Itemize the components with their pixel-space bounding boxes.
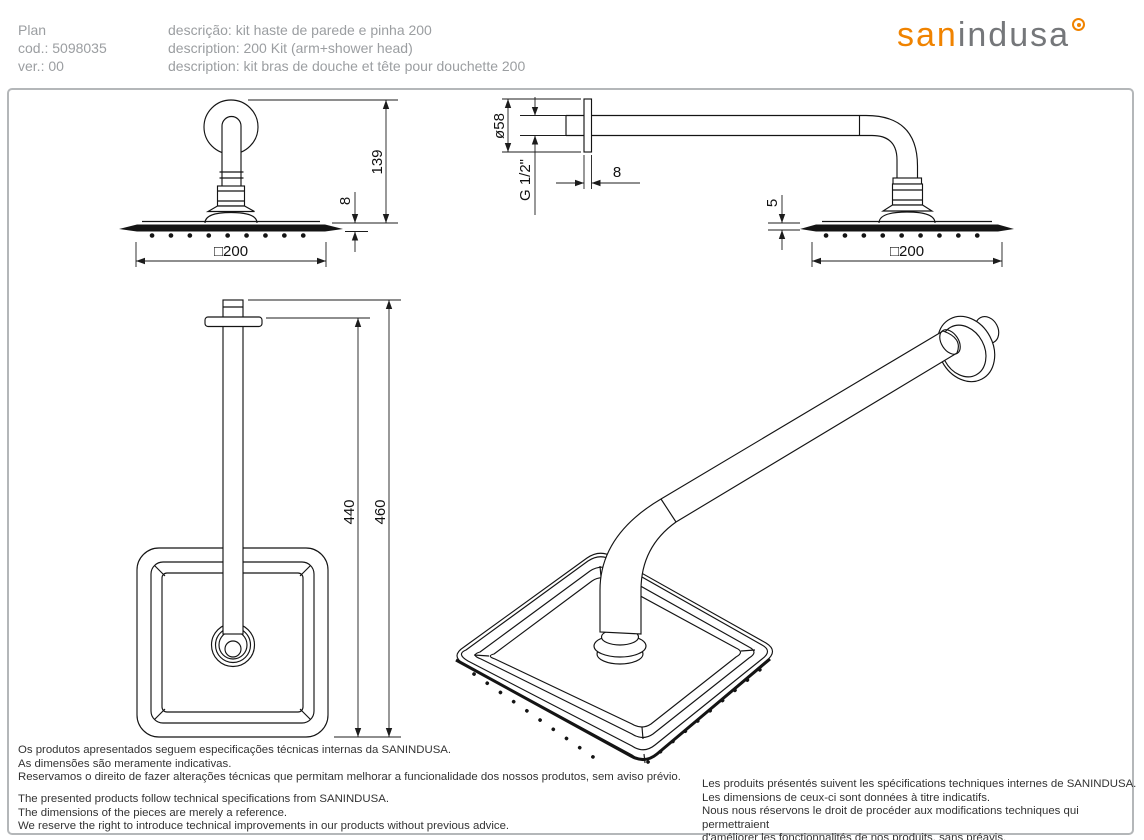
disclaimer-pt: Os produtos apresentados seguem especifi…	[18, 744, 681, 785]
disclaimer-en: The presented products follow technical …	[18, 793, 509, 834]
dim-front-width: □200	[214, 243, 248, 260]
front-view-dimensions: 139 8 □200	[135, 99, 398, 267]
dim-side-head-thickness: 5	[764, 199, 781, 207]
side-view	[565, 98, 1014, 238]
product-code: cod.: 5098035	[18, 40, 107, 56]
disclaimer-fr-line1: Les produits présentés suivent les spéci…	[702, 778, 1137, 790]
top-view-dimensions: 440 460	[248, 299, 401, 738]
front-view	[119, 99, 343, 238]
disclaimer-en-line1: The presented products follow technical …	[18, 793, 389, 805]
dim-flange-thickness: 8	[613, 164, 621, 181]
sanindusa-logo: sanindusa	[897, 16, 1086, 54]
description-pt: descrição: kit haste de parede e pinha 2…	[168, 22, 432, 38]
dim-thread: G 1/2"	[517, 159, 534, 201]
dim-flange-diameter: ø58	[491, 113, 508, 139]
disclaimer-pt-line3: Reservamos o direito de fazer alterações…	[18, 771, 681, 784]
logo-text-indusa: indusa	[957, 16, 1071, 54]
dim-length-total: 460	[372, 499, 389, 524]
dim-front-height: 139	[369, 149, 386, 174]
disclaimer-pt-line2: As dimensões são meramente indicativas.	[18, 757, 232, 770]
version: ver.: 00	[18, 58, 64, 74]
dim-side-width: □200	[890, 243, 924, 260]
disclaimer-fr-line2: Les dimensions de ceux-ci sont données à…	[702, 791, 991, 804]
dim-front-head-thickness: 8	[337, 197, 354, 205]
description-fr: description: kit bras de douche et tête …	[168, 58, 526, 74]
disclaimer-en-line2: The dimensions of the pieces are merely …	[18, 806, 288, 819]
dim-length-to-flange: 440	[341, 499, 358, 524]
logo-registered-mark-icon	[1072, 18, 1086, 31]
title-block: Plan cod.: 5098035 ver.: 00	[18, 21, 107, 75]
logo-text-san: san	[897, 16, 958, 54]
isometric-view	[455, 315, 1000, 768]
side-view-dimensions: ø58 G 1/2" 8 5	[491, 97, 1003, 267]
description-en: description: 200 Kit (arm+shower head)	[168, 40, 413, 56]
plan-label: Plan	[18, 22, 47, 38]
disclaimer-fr-line4: d'améliorer les fonctionnalités de nos p…	[702, 832, 1007, 840]
description-block: descrição: kit haste de parede e pinha 2…	[168, 21, 525, 75]
disclaimer-en-line3: We reserve the right to introduce techni…	[18, 820, 510, 833]
disclaimer-fr-line3: Nous nous réservons le droit de procéder…	[702, 805, 1079, 831]
disclaimer-pt-line1: Os produtos apresentados seguem especifi…	[18, 744, 452, 756]
disclaimer-fr: Les produits présentés suivent les spéci…	[702, 778, 1144, 840]
top-view	[136, 299, 329, 738]
